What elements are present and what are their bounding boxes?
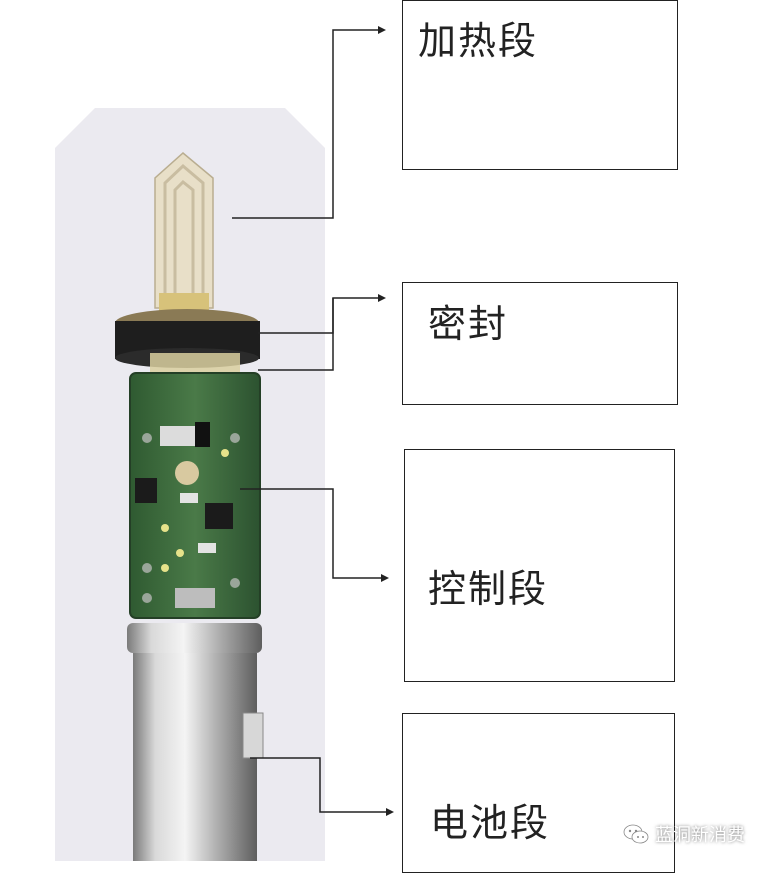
wechat-icon xyxy=(623,824,649,844)
watermark-text: 蓝洞新消费 xyxy=(655,825,745,846)
heating-section-label: 加热段 xyxy=(418,19,539,63)
device-photo xyxy=(55,108,325,861)
seal-section-label: 密封 xyxy=(428,302,509,346)
device-illustration xyxy=(115,152,264,861)
control-section-box xyxy=(404,449,675,682)
battery-section-box xyxy=(402,713,675,873)
heating-blade xyxy=(154,152,214,313)
seal-section-box xyxy=(402,282,678,405)
pcb-board xyxy=(129,372,261,619)
control-section-label: 控制段 xyxy=(428,567,549,611)
battery-cell xyxy=(127,623,264,861)
seal-ring xyxy=(115,309,260,383)
battery-section-label: 电池段 xyxy=(430,801,551,845)
heating-section-box xyxy=(402,0,678,170)
watermark: 蓝洞新消费 xyxy=(623,821,745,847)
